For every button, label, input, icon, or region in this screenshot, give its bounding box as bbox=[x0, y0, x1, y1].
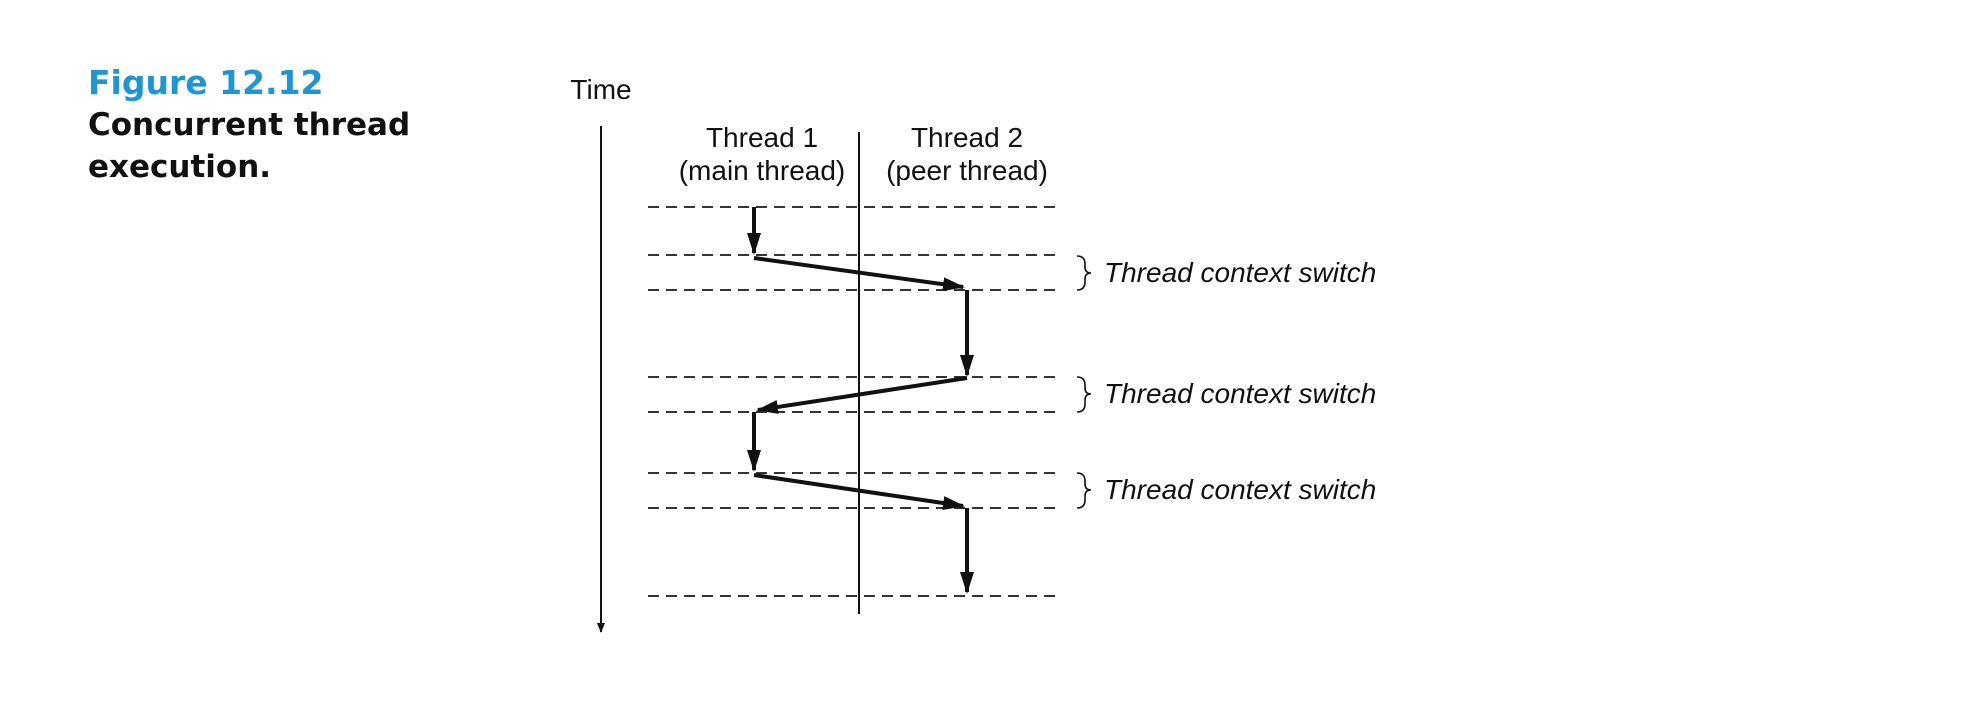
thread-2-subtitle: (peer thread) bbox=[886, 155, 1048, 186]
context-switch-braces bbox=[1076, 255, 1092, 509]
thread-1-title: Thread 1 bbox=[706, 122, 818, 153]
context-switch-arrow bbox=[753, 256, 965, 292]
thread-1-subtitle: (main thread) bbox=[679, 155, 846, 186]
figure-caption: Figure 12.12 Concurrent thread execution… bbox=[88, 62, 428, 188]
context-switch-label: Thread context switch bbox=[1104, 474, 1376, 505]
time-label: Time bbox=[570, 74, 631, 105]
context-switch-arrow bbox=[753, 473, 965, 510]
figure-number: Figure 12.12 bbox=[88, 63, 324, 102]
thread-2-title: Thread 2 bbox=[911, 122, 1023, 153]
context-switch-arrow bbox=[756, 376, 968, 414]
brace-icon bbox=[1076, 376, 1092, 413]
figure-title: Concurrent thread execution. bbox=[88, 107, 411, 185]
execution-flow bbox=[747, 207, 974, 594]
context-switch-label: Thread context switch bbox=[1104, 378, 1376, 409]
time-boundaries bbox=[648, 206, 1060, 597]
context-switch-label: Thread context switch bbox=[1104, 257, 1376, 288]
brace-icon bbox=[1076, 255, 1092, 291]
brace-icon bbox=[1076, 472, 1092, 509]
